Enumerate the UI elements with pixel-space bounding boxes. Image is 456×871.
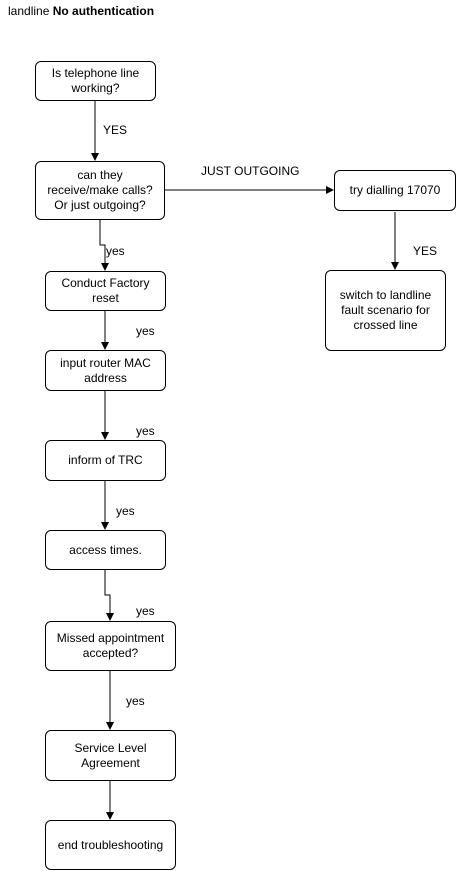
- title-bold: No authentication: [52, 4, 155, 18]
- diagram-title: landline No authentication: [8, 4, 154, 18]
- node-telephone-line: Is telephone line working?: [35, 61, 156, 101]
- edge-label-yes-7: yes: [126, 694, 145, 708]
- node-service-level-agreement: Service Level Agreement: [45, 730, 176, 781]
- node-end-troubleshooting: end troubleshooting: [45, 820, 176, 870]
- edge-label-yes-3: yes: [136, 324, 155, 338]
- edge-receive-to-factory: [99, 220, 109, 271]
- node-factory-reset: Conduct Factory reset: [45, 271, 166, 311]
- node-try-dialling: try dialling 17070: [334, 170, 456, 211]
- node-inform-trc: inform of TRC: [45, 440, 166, 481]
- edge-label-yes-1: YES: [103, 123, 128, 137]
- node-receive-make-calls: can they receive/make calls? Or just out…: [35, 161, 165, 220]
- edge-label-just-outgoing: JUST OUTGOING: [201, 164, 300, 178]
- node-router-mac: input router MAC address: [45, 350, 166, 391]
- edge-label-yes-4: yes: [136, 424, 155, 438]
- edge-label-yes-6: yes: [136, 604, 155, 618]
- node-missed-appointment: Missed appointment accepted?: [45, 621, 176, 671]
- node-access-times: access times.: [45, 530, 166, 570]
- edge-label-yes-dial: YES: [413, 244, 438, 258]
- edge-access-to-missed: [104, 570, 114, 621]
- title-prefix: landline: [8, 4, 50, 18]
- node-switch-landline: switch to landline fault scenario for cr…: [325, 270, 446, 351]
- edge-label-yes-5: yes: [116, 504, 135, 518]
- edge-label-yes-2: yes: [106, 244, 125, 258]
